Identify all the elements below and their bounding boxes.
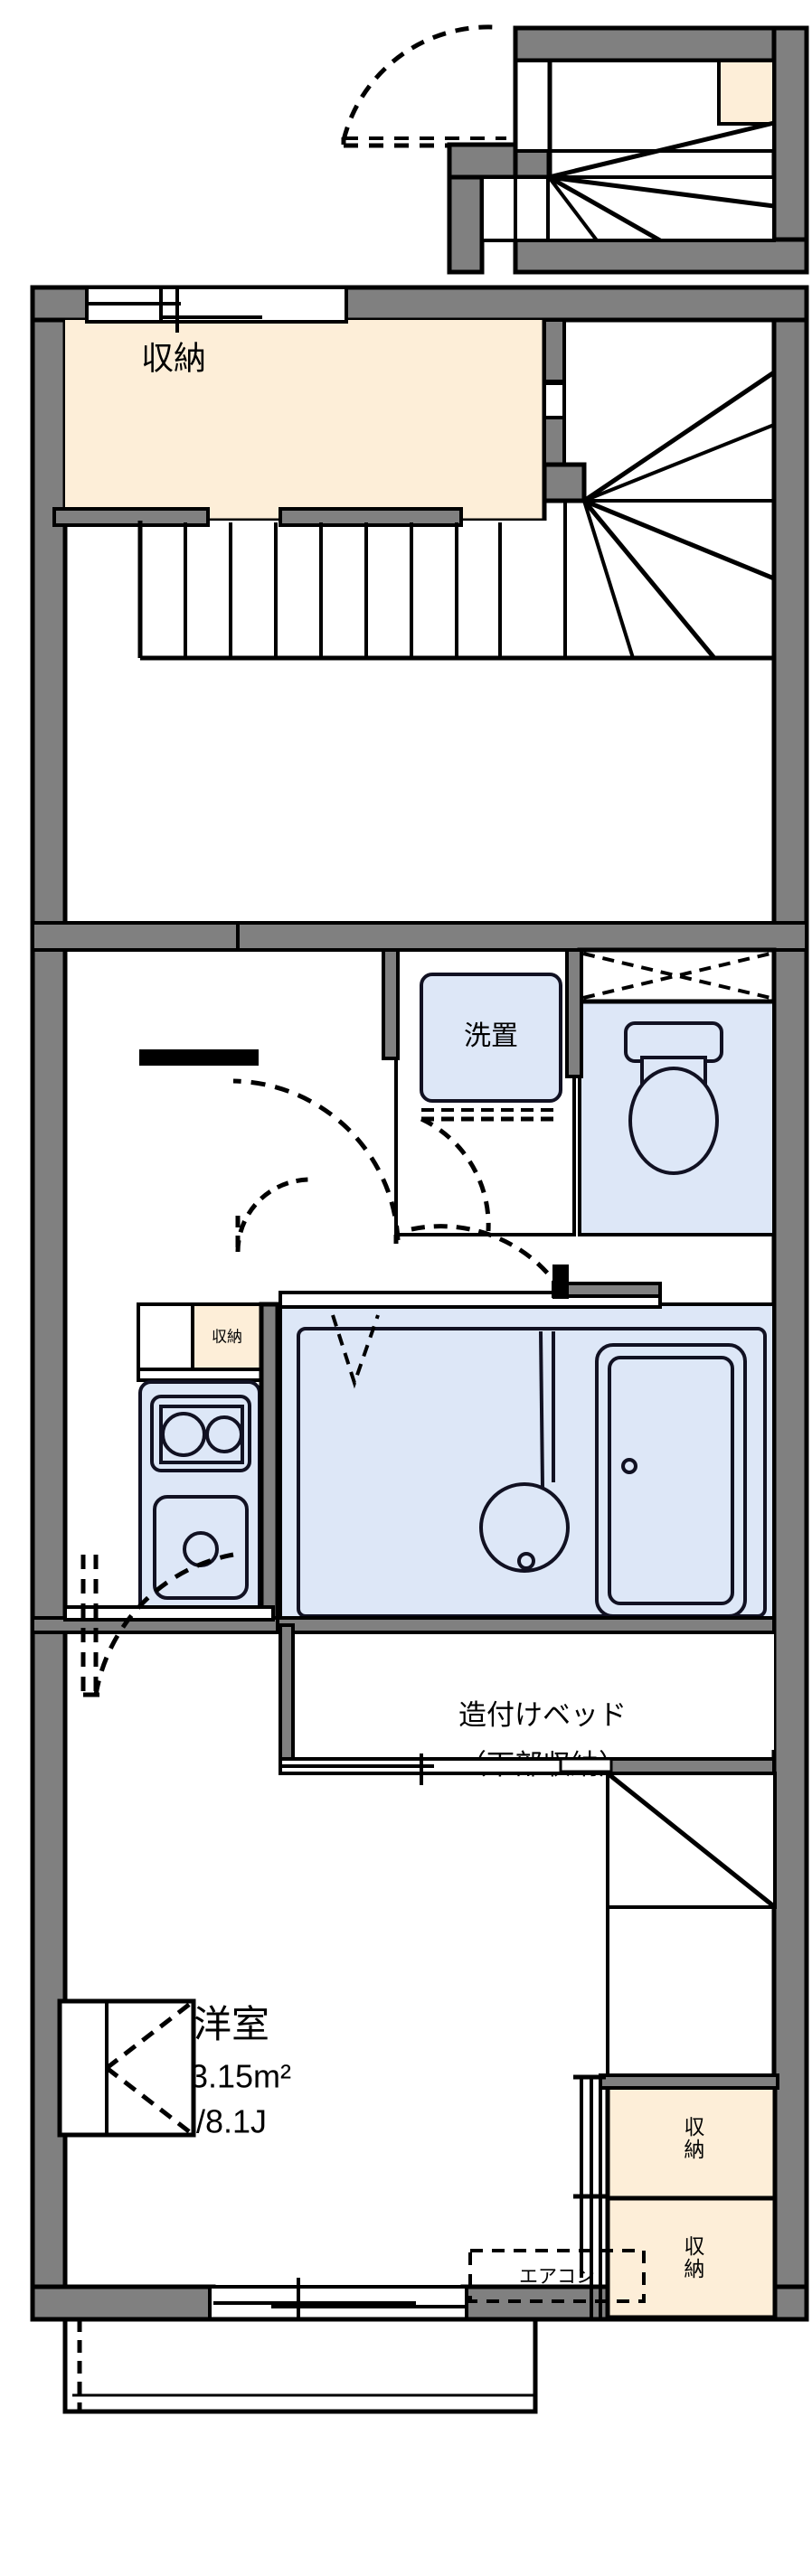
upper-stair-inset bbox=[341, 24, 809, 275]
washroom: 洗置 bbox=[394, 948, 576, 1236]
washing-machine-space bbox=[420, 973, 562, 1103]
room-main-western: 洋室 13.15m² /8.1J bbox=[172, 2003, 291, 2139]
toilet-room bbox=[577, 947, 777, 1236]
staircase-main bbox=[52, 370, 776, 661]
sliding-door-top bbox=[85, 286, 348, 333]
corridor-door-swing bbox=[232, 1078, 401, 1244]
closet-lower-right bbox=[605, 2195, 778, 2320]
kitchen-upper-storage: 収納 bbox=[137, 1302, 263, 1382]
closet-upper-right bbox=[605, 2078, 778, 2201]
built-in-bed-label-line1: 造付けベッド bbox=[458, 1699, 627, 1731]
toilet-fixture bbox=[624, 1021, 723, 1175]
unit-bath bbox=[279, 1264, 776, 1627]
bath-door-swing bbox=[411, 1224, 558, 1285]
storage-top-label: 収納 bbox=[141, 340, 206, 377]
kitchen-closet-door-swing bbox=[235, 1177, 311, 1253]
kitchen-sink-fixture bbox=[153, 1495, 249, 1600]
entrance-door[interactable] bbox=[63, 1552, 275, 1697]
balcony-area bbox=[62, 2317, 538, 2414]
main-room-name: 洋室 bbox=[194, 2003, 269, 2045]
upper-winder-stairs bbox=[480, 174, 776, 243]
washbasin-fixture bbox=[479, 1330, 570, 1573]
right-closets: 収納 収納 bbox=[573, 2073, 779, 2320]
bathtub-fixture bbox=[595, 1343, 747, 1618]
built-in-bed-area: 造付けベッド （下部収納） bbox=[31, 1616, 776, 1785]
window-left-wall bbox=[57, 1998, 196, 2138]
kitchen-bath-block: 収納 bbox=[137, 1224, 776, 1628]
room-storage-top: 収納 bbox=[65, 286, 547, 523]
kitchen-storage-label: 収納 bbox=[212, 1328, 242, 1345]
window-bottom-wall bbox=[208, 2278, 468, 2330]
right-alcove bbox=[559, 1757, 777, 2079]
upper-hall bbox=[513, 59, 776, 180]
aircon-label: エアコン bbox=[519, 2267, 595, 2288]
washer-label: 洗置 bbox=[464, 1021, 518, 1051]
aircon-marker: エアコン bbox=[468, 2249, 646, 2303]
closet-upper-right-label: 収納 bbox=[681, 2116, 705, 2161]
sanitary-block: 洗置 bbox=[31, 921, 808, 1236]
closet-lower-right-label: 収納 bbox=[681, 2235, 705, 2280]
main-room-jo: /8.1J bbox=[196, 2103, 267, 2140]
gas-stove-fixture bbox=[150, 1395, 251, 1472]
